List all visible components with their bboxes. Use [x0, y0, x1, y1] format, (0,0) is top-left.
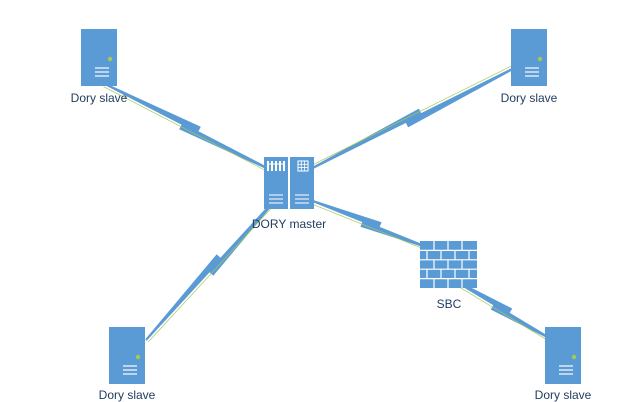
server-icon	[511, 29, 547, 86]
node-label-slave-top-left: Dory slave	[70, 91, 128, 105]
link-accent-line	[308, 202, 432, 253]
server-icon	[109, 327, 145, 384]
link-accent-line	[303, 61, 521, 170]
link-layer	[103, 61, 554, 343]
node-label-slave-top-right: Dory slave	[500, 91, 558, 105]
lightning-link-sbc-slave_bottom_right	[449, 277, 554, 341]
lightning-link-master-sbc	[309, 199, 433, 250]
link-accent-line	[448, 280, 552, 343]
firewall-icon	[420, 241, 477, 288]
node-label-slave-bottom-right: Dory slave	[534, 388, 592, 402]
lightning-link-slave_top_right-master	[304, 63, 523, 173]
server-icon	[81, 29, 117, 86]
server-icon	[545, 327, 581, 384]
node-label-master: DORY master	[251, 217, 327, 231]
link-accent-line	[147, 191, 287, 343]
lightning-link-slave_bottom_left-master	[145, 189, 285, 341]
mainframe-icon	[264, 157, 314, 209]
node-label-slave-bottom-left: Dory slave	[98, 388, 156, 402]
node-label-sbc: SBC	[436, 297, 462, 311]
lightning-link-slave_top_left-master	[104, 83, 276, 173]
link-accent-line	[103, 86, 274, 175]
